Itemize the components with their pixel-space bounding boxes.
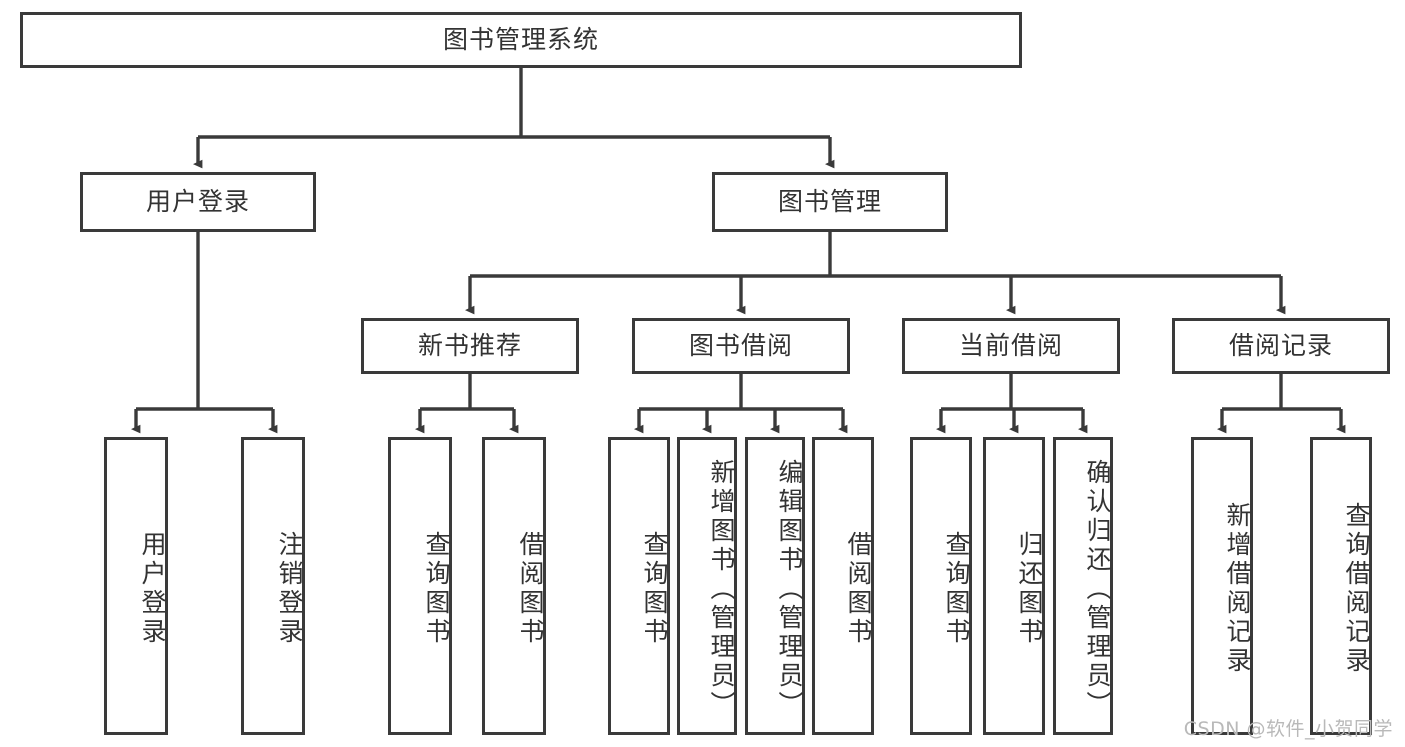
- node-leaf-record-query[interactable]: 查询借阅记录: [1310, 437, 1372, 735]
- node-leaf-record-query-label: 查询借阅记录: [1342, 502, 1371, 676]
- node-leaf-current-confirm-return-label: 确认归还（管理员）: [1083, 458, 1112, 720]
- node-book-borrow[interactable]: 图书借阅: [632, 318, 850, 374]
- node-leaf-borrow-borrow-book[interactable]: 借阅图书: [812, 437, 874, 735]
- node-root[interactable]: 图书管理系统: [20, 12, 1022, 68]
- node-leaf-borrow-borrow-book-label: 借阅图书: [844, 531, 873, 647]
- node-leaf-record-add[interactable]: 新增借阅记录: [1191, 437, 1253, 735]
- node-user-login[interactable]: 用户登录: [80, 172, 316, 232]
- node-leaf-current-query-book-label: 查询图书: [942, 531, 971, 647]
- node-leaf-user-login[interactable]: 用户登录: [104, 437, 168, 735]
- node-borrow-record-label: 借阅记录: [1228, 331, 1333, 361]
- node-leaf-recommend-query-book[interactable]: 查询图书: [388, 437, 452, 735]
- node-leaf-recommend-borrow-book-label: 借阅图书: [516, 531, 545, 647]
- node-book-management-label: 图书管理: [777, 187, 882, 217]
- node-leaf-recommend-query-book-label: 查询图书: [422, 531, 451, 647]
- node-leaf-recommend-borrow-book[interactable]: 借阅图书: [482, 437, 546, 735]
- node-leaf-current-return-book[interactable]: 归还图书: [983, 437, 1045, 735]
- node-leaf-record-add-label: 新增借阅记录: [1223, 502, 1252, 676]
- node-leaf-user-logout[interactable]: 注销登录: [241, 437, 305, 735]
- node-leaf-current-return-book-label: 归还图书: [1015, 531, 1044, 647]
- node-leaf-user-logout-label: 注销登录: [275, 531, 304, 647]
- node-leaf-user-login-label: 用户登录: [138, 531, 167, 647]
- node-borrow-record[interactable]: 借阅记录: [1172, 318, 1390, 374]
- node-root-label: 图书管理系统: [442, 25, 599, 55]
- node-leaf-current-confirm-return[interactable]: 确认归还（管理员）: [1053, 437, 1113, 735]
- node-user-login-label: 用户登录: [145, 187, 250, 217]
- node-new-book-recommend-label: 新书推荐: [417, 331, 522, 361]
- node-book-management[interactable]: 图书管理: [712, 172, 948, 232]
- node-book-borrow-label: 图书借阅: [688, 331, 793, 361]
- watermark-text: CSDN @软件_小贺同学: [1183, 718, 1393, 740]
- node-leaf-borrow-edit-book[interactable]: 编辑图书（管理员）: [745, 437, 805, 735]
- node-leaf-borrow-edit-book-label: 编辑图书（管理员）: [775, 458, 804, 720]
- node-leaf-borrow-add-book[interactable]: 新增图书（管理员）: [677, 437, 737, 735]
- node-leaf-borrow-add-book-label: 新增图书（管理员）: [707, 458, 736, 720]
- node-new-book-recommend[interactable]: 新书推荐: [361, 318, 579, 374]
- node-leaf-current-query-book[interactable]: 查询图书: [910, 437, 972, 735]
- node-current-borrow-label: 当前借阅: [958, 331, 1063, 361]
- node-current-borrow[interactable]: 当前借阅: [902, 318, 1120, 374]
- node-leaf-borrow-query-book-label: 查询图书: [640, 531, 669, 647]
- node-leaf-borrow-query-book[interactable]: 查询图书: [608, 437, 670, 735]
